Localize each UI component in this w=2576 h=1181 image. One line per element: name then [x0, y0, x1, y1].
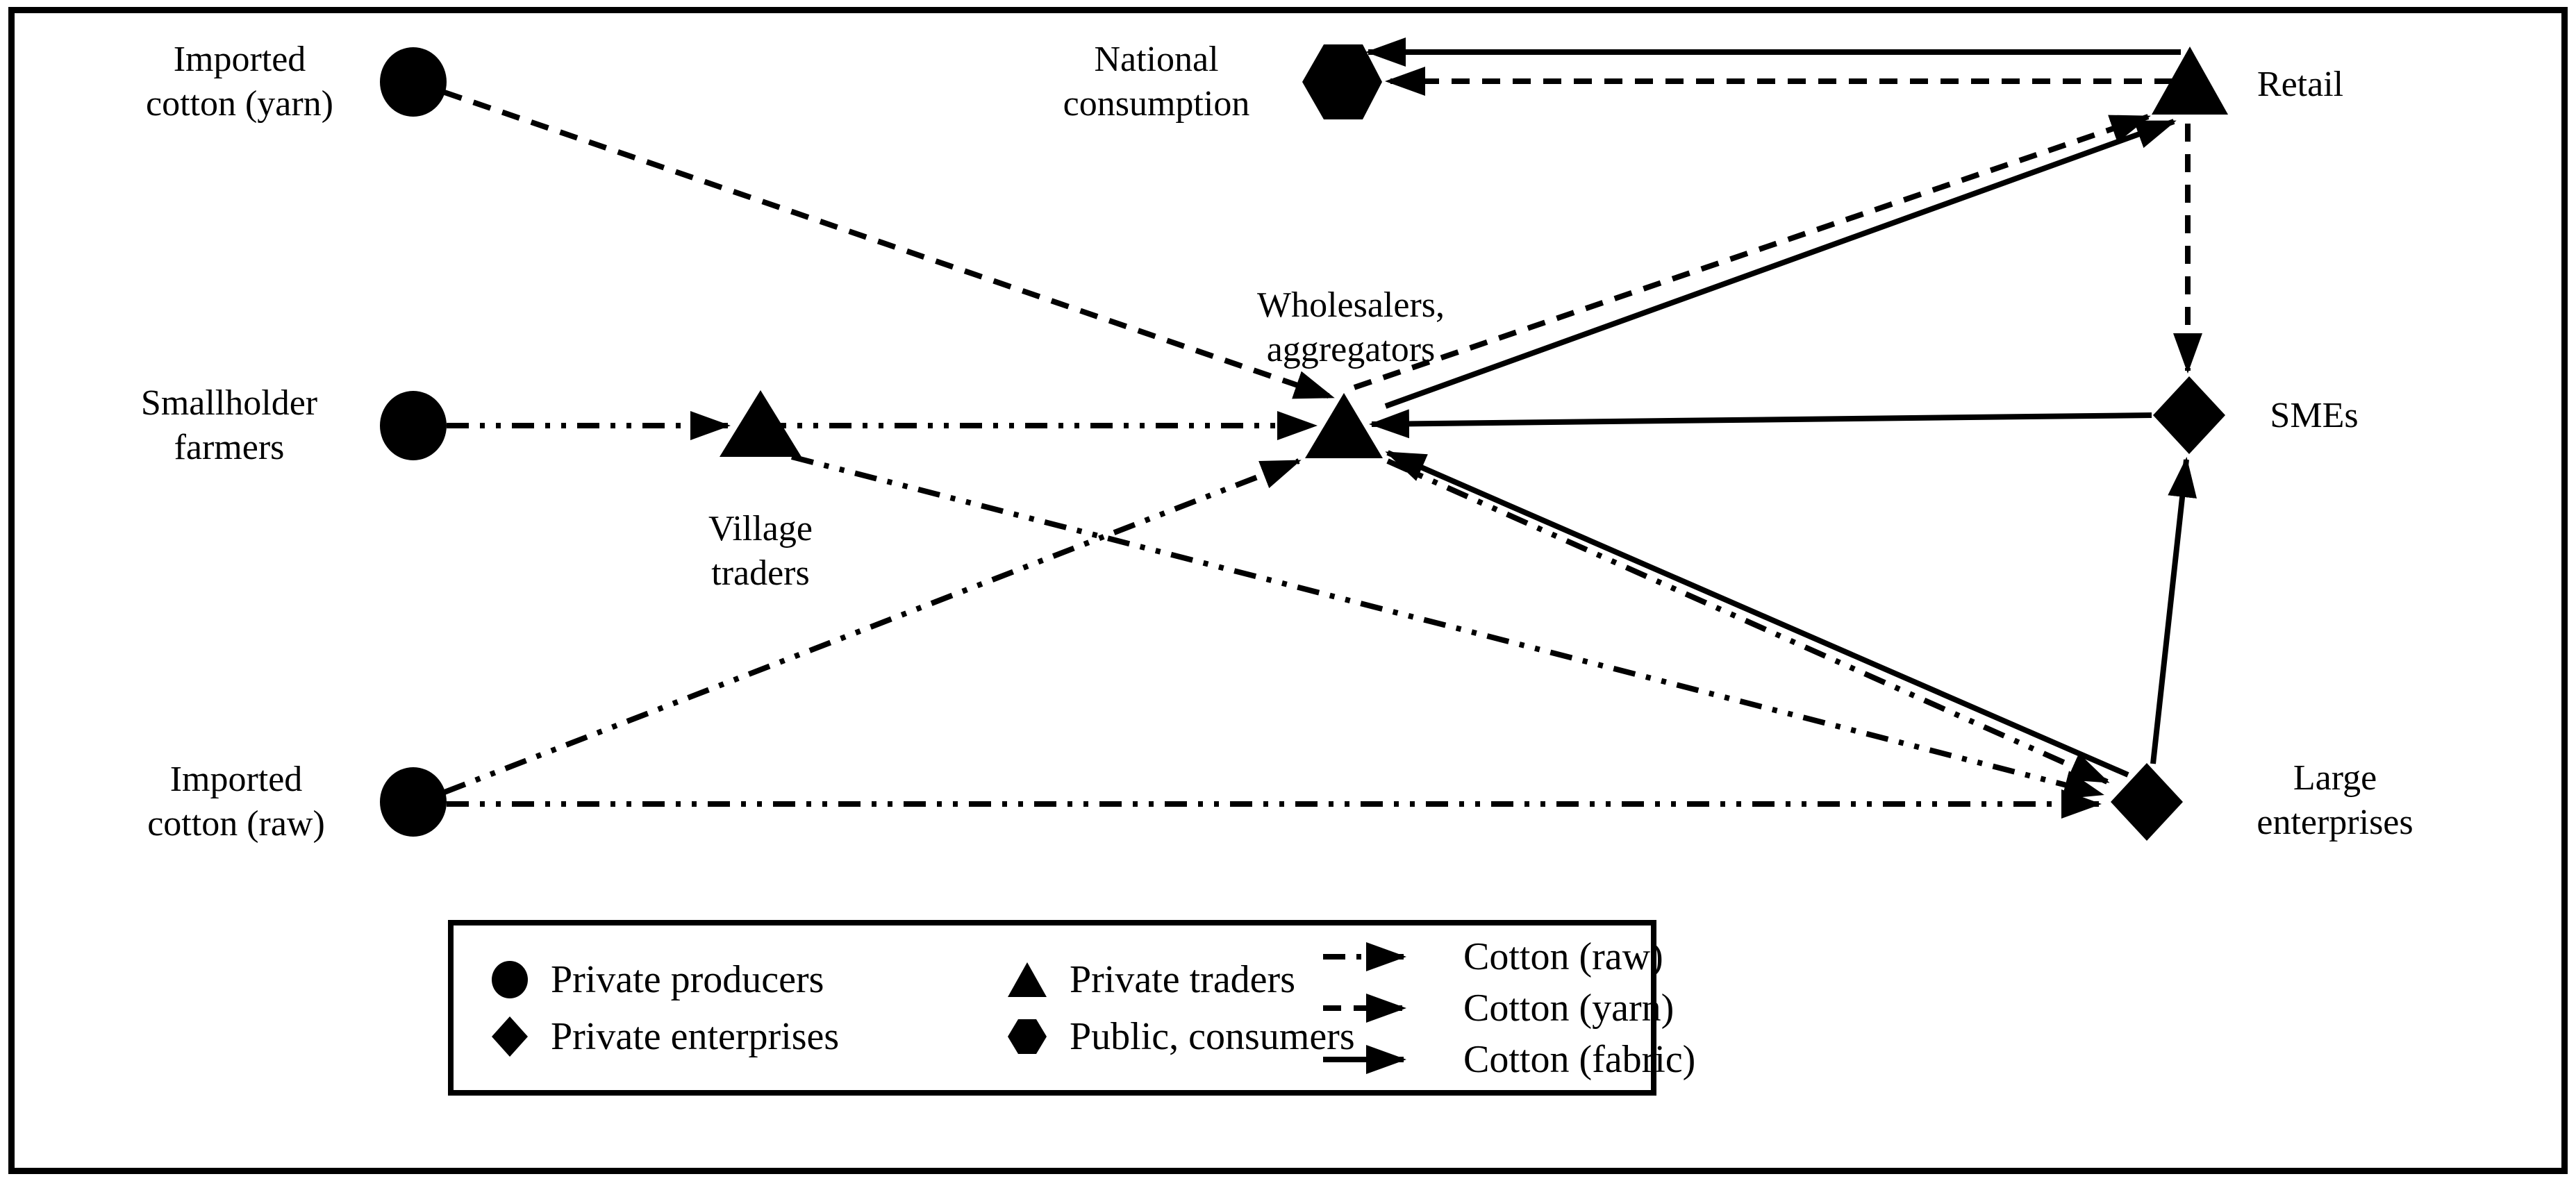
- flow-village-traders-to-large-enterprises-raw: [791, 454, 2104, 799]
- label-line: Imported: [173, 40, 306, 79]
- node-village-traders-triangle: [720, 390, 801, 457]
- smes-label: SMEs: [2270, 394, 2358, 438]
- legend-label: Public, consumers: [1070, 1014, 1355, 1058]
- label-line: Wholesalers,: [1256, 285, 1445, 325]
- node-imported-cotton-yarn-circle: [380, 47, 447, 117]
- label-line: cotton (yarn): [145, 84, 334, 124]
- wholesalers-aggregators-label: Wholesalers, aggregators: [1257, 283, 1445, 372]
- legend-box: Private producers Private enterprises Pr…: [448, 920, 1695, 1096]
- figure-border: [8, 7, 2568, 1174]
- flow-wholesalers-aggregators-to-large-enterprises-raw: [1386, 458, 2110, 785]
- node-large-enterprises-diamond: [2111, 763, 2183, 841]
- label-line: cotton (raw): [147, 804, 325, 844]
- national-consumption-label: National consumption: [1063, 37, 1250, 126]
- raw-flow-arrow-icon: [1323, 941, 1406, 971]
- label-line: Retail: [2257, 65, 2344, 104]
- triangle-icon: [1008, 962, 1047, 997]
- label-line: Imported: [169, 760, 303, 799]
- label-line: Village: [708, 509, 813, 548]
- label-line: enterprises: [2257, 803, 2413, 842]
- legend-column-producers: Private producers Private enterprises: [490, 925, 839, 1090]
- label-line: Smallholder: [140, 383, 318, 423]
- imported-cotton-raw-label: Imported cotton (raw): [147, 757, 325, 846]
- flow-smes-to-wholesalers-aggregators-fabric: [1369, 409, 2152, 439]
- legend-label: Private enterprises: [551, 1014, 840, 1058]
- legend-label: Cotton (yarn): [1463, 986, 1675, 1030]
- legend-item-cotton-raw: Cotton (raw): [1320, 935, 1695, 979]
- label-line: National: [1094, 40, 1219, 79]
- legend-item-public-consumers: Public, consumers: [1006, 1014, 1355, 1059]
- label-line: traders: [711, 553, 810, 593]
- node-national-consumption-hexagon: [1302, 44, 1382, 119]
- flow-large-enterprises-to-wholesalers-aggregators-fabric: [1385, 450, 2129, 778]
- legend-item-cotton-yarn: Cotton (yarn): [1320, 986, 1695, 1030]
- label-line: SMEs: [2270, 396, 2359, 435]
- smallholder-farmers-label: Smallholder farmers: [141, 381, 317, 470]
- label-line: consumption: [1063, 84, 1250, 124]
- fabric-flow-arrow-icon: [1323, 1044, 1406, 1074]
- label-line: aggregators: [1266, 330, 1436, 369]
- flow-imported-cotton-yarn-to-wholesalers-aggregators-yarn: [443, 90, 1335, 400]
- legend-item-private-traders: Private traders: [1006, 957, 1355, 1002]
- legend-label: Private producers: [551, 957, 824, 1001]
- node-smallholder-farmers-circle: [380, 391, 447, 460]
- legend-label: Cotton (fabric): [1463, 1037, 1696, 1081]
- flow-imported-cotton-raw-to-wholesalers-aggregators-raw: [443, 458, 1302, 795]
- legend-column-flows: Cotton (raw) Cotton (yarn) Cotton (fabri…: [1320, 925, 1695, 1090]
- retail-label: Retail: [2257, 62, 2343, 107]
- legend-item-private-enterprises: Private enterprises: [490, 1014, 839, 1059]
- diamond-icon: [492, 1016, 528, 1057]
- flow-wholesalers-aggregators-to-retail-yarn: [1353, 114, 2151, 390]
- flow-wholesalers-aggregators-to-retail-fabric: [1384, 119, 2177, 409]
- hexagon-icon: [1008, 1019, 1047, 1054]
- circle-icon: [492, 960, 528, 998]
- legend-column-traders: Private traders Public, consumers: [1006, 925, 1355, 1090]
- legend-label: Cotton (raw): [1463, 935, 1663, 978]
- legend-item-cotton-fabric: Cotton (fabric): [1320, 1037, 1695, 1082]
- label-line: Large: [2293, 758, 2377, 798]
- label-line: farmers: [174, 428, 285, 467]
- imported-cotton-yarn-label: Imported cotton (yarn): [146, 37, 333, 126]
- node-imported-cotton-raw-circle: [380, 767, 447, 837]
- large-enterprises-label: Large enterprises: [2257, 756, 2413, 845]
- node-wholesalers-aggregators-triangle: [1305, 393, 1383, 458]
- village-traders-label: Village traders: [708, 507, 813, 596]
- legend-label: Private traders: [1070, 957, 1295, 1001]
- flow-large-enterprises-to-smes-fabric: [2150, 457, 2197, 764]
- node-retail-triangle: [2152, 47, 2228, 115]
- node-smes-diamond: [2153, 376, 2225, 454]
- legend-item-private-producers: Private producers: [490, 957, 839, 1002]
- yarn-flow-arrow-icon: [1323, 993, 1406, 1023]
